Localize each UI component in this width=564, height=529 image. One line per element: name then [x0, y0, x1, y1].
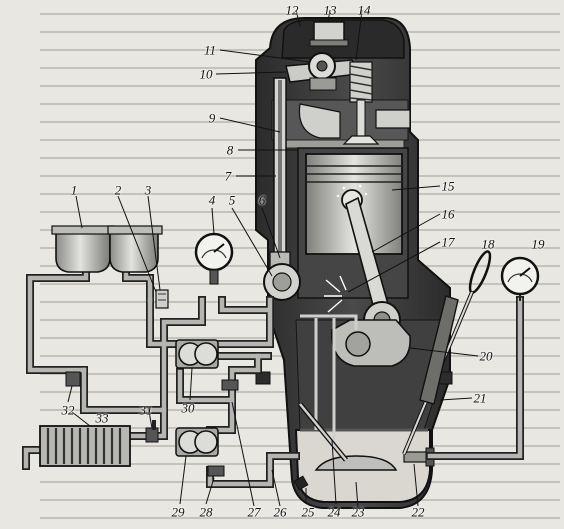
pressure-gauge-icon: [500, 256, 540, 296]
callout-28: 28: [199, 504, 213, 520]
callout-16: 16: [441, 206, 455, 222]
oil-filter-icon: [107, 225, 163, 273]
callout-19: 19: [531, 236, 545, 252]
callout-31: 31: [139, 402, 153, 418]
oil-spray: [324, 275, 347, 313]
leader-lines: [67, 9, 479, 509]
callout-14: 14: [357, 2, 371, 18]
oil-pickup: [298, 402, 398, 471]
callout-23: 23: [351, 504, 365, 520]
callout-3: 3: [144, 182, 152, 198]
callout-32: 32: [61, 402, 75, 418]
oil-pump-icon: [175, 339, 219, 369]
combustion-chamber: [298, 103, 341, 139]
intake-port: [375, 109, 411, 129]
push-rod: [269, 77, 291, 271]
callout-11: 11: [203, 42, 217, 58]
callout-25: 25: [301, 504, 315, 520]
valve-icon: [342, 61, 380, 145]
callout-18: 18: [481, 236, 495, 252]
crankshaft: [331, 319, 411, 367]
callout-21: 21: [473, 390, 487, 406]
callout-24: 24: [327, 504, 341, 520]
callout-2: 2: [114, 182, 122, 198]
drain-plug: [293, 475, 309, 491]
callout-17: 17: [441, 234, 455, 250]
oil-galleries: [300, 314, 358, 440]
callout-13: 13: [323, 2, 337, 18]
callout-4: 4: [208, 192, 216, 208]
callout-1: 1: [70, 182, 78, 198]
dipstick-icon: [402, 250, 492, 455]
callout-27: 27: [247, 504, 261, 520]
valve-icon: [65, 371, 239, 477]
radiator-icon: [39, 425, 131, 467]
callout-29: 29: [171, 504, 185, 520]
camshaft: [263, 263, 301, 301]
callout-15: 15: [441, 178, 455, 194]
callout-22: 22: [411, 504, 425, 520]
oil-filler-cap: [309, 21, 349, 47]
callout-9: 9: [208, 110, 216, 126]
callout-5: 5: [228, 192, 236, 208]
rocker-arm-assembly: [285, 52, 360, 91]
oil-pump-icon: [175, 427, 219, 457]
callout-33-visible: 33: [95, 410, 109, 426]
callout-26: 26: [273, 504, 287, 520]
pressure-gauge-icon: [194, 232, 234, 285]
callout-8: 8: [226, 142, 234, 158]
callout-6: 6: [258, 192, 266, 208]
oil-filter-icon: [51, 225, 115, 273]
callout-7: 7: [224, 168, 232, 184]
relief-valve: [155, 289, 169, 309]
callout-20: 20: [479, 348, 493, 364]
callout-12: 12: [285, 2, 299, 18]
callout-10: 10: [199, 66, 213, 82]
callout-30: 30: [181, 400, 195, 416]
